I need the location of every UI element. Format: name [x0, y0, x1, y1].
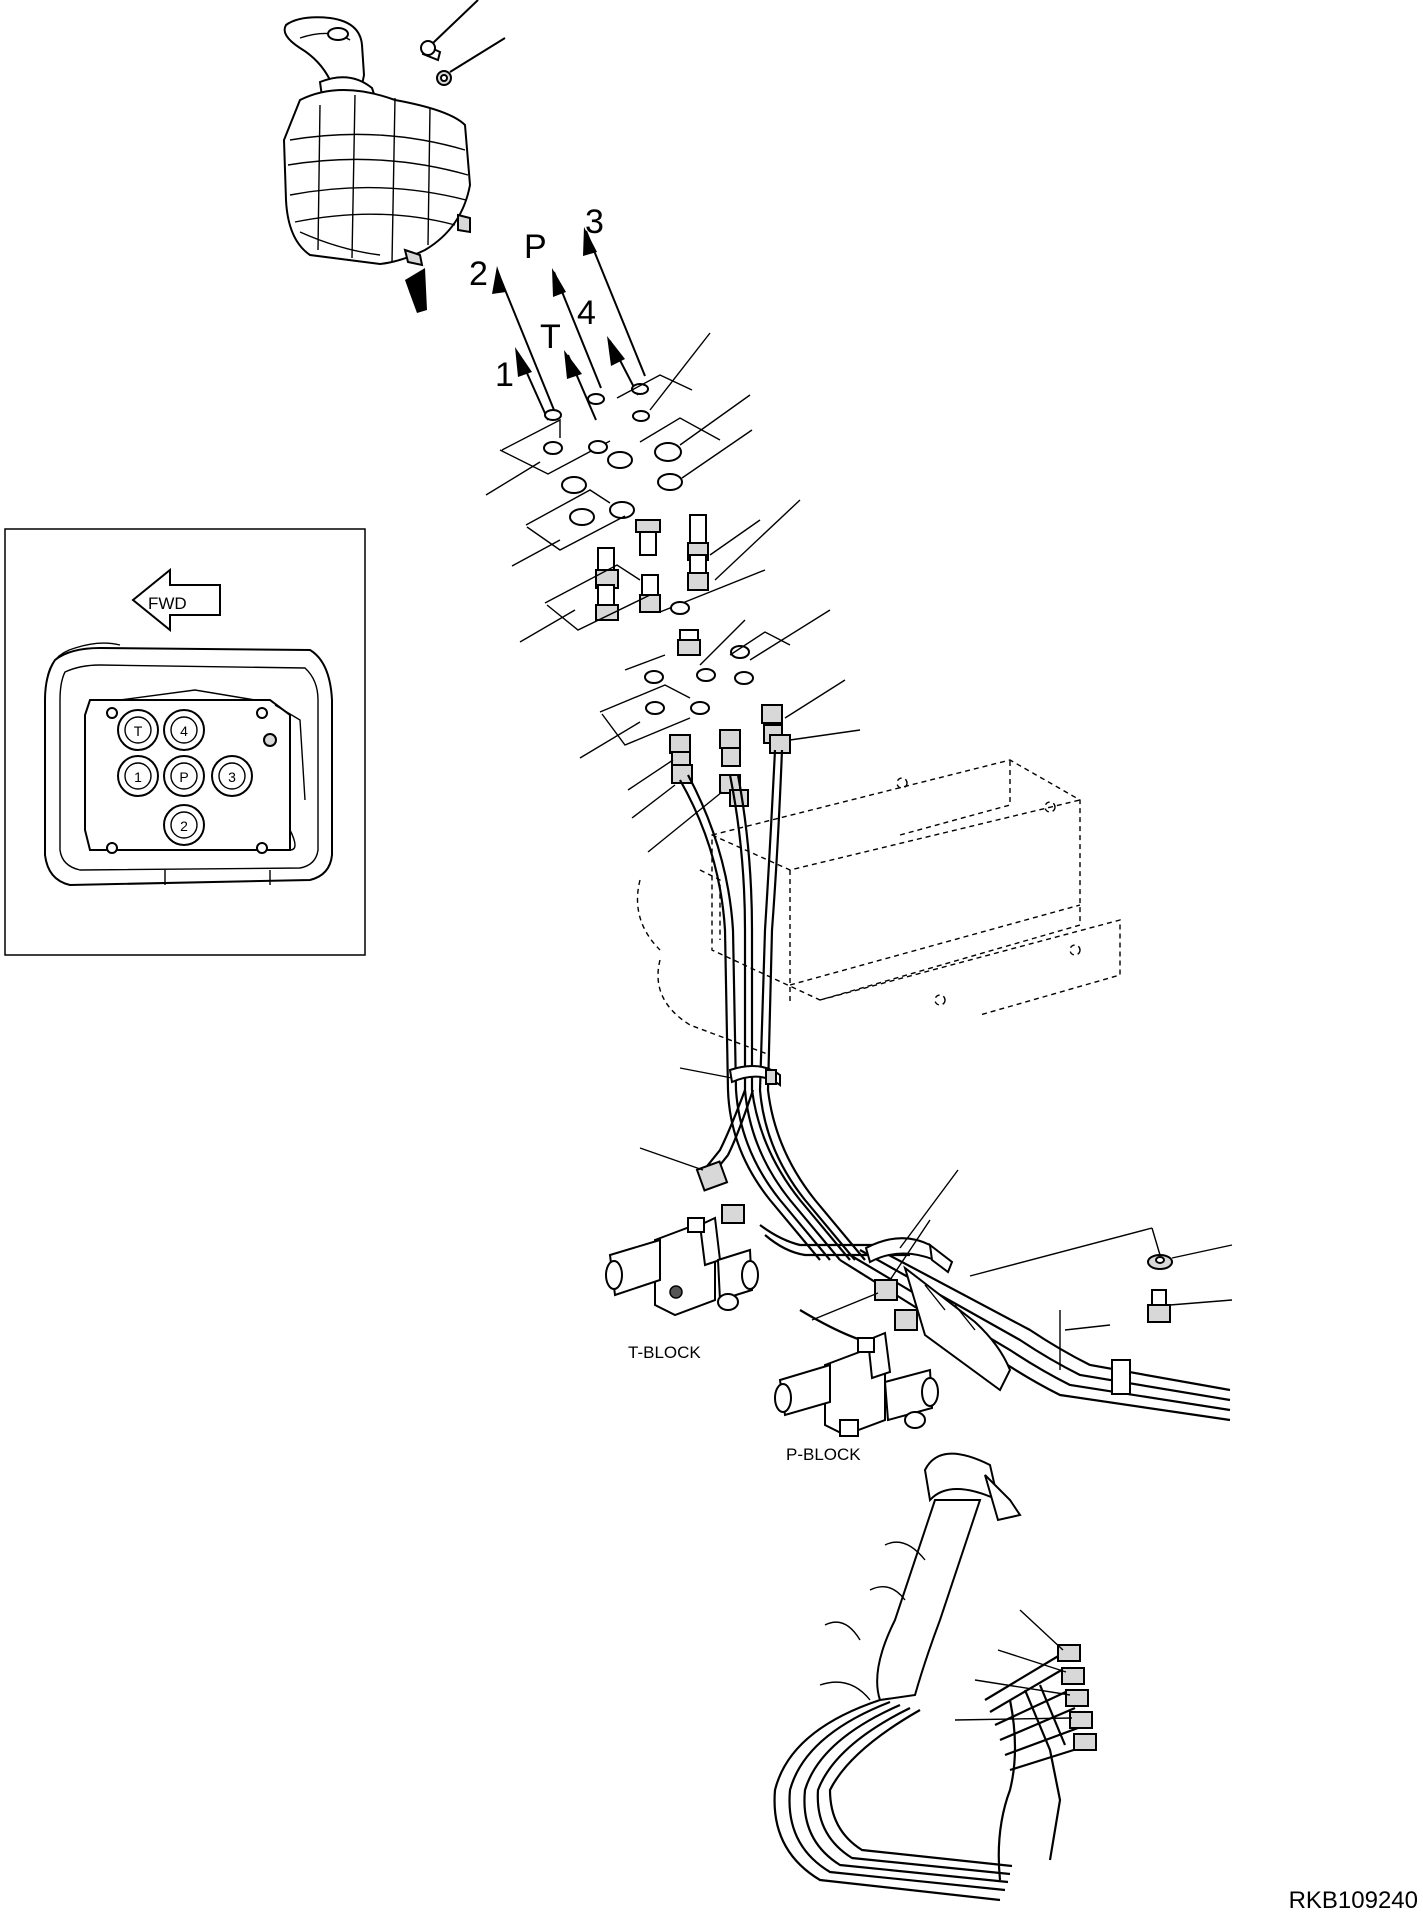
hose-bundle [679, 749, 1231, 1422]
port-arrows [492, 227, 646, 421]
inset-port-2: 2 [180, 818, 188, 834]
port-label-2: 2 [469, 255, 488, 293]
lower-hose-loop [773, 1452, 1081, 1902]
nipple-and-rings [579, 601, 831, 759]
inset-port-3: 3 [228, 769, 236, 785]
p-block-assembly [774, 1331, 939, 1437]
middle-fittings [639, 1147, 1111, 1331]
washer-and-bolt [969, 1227, 1233, 1323]
port-label-t: T [540, 318, 561, 356]
port-label-3: 3 [585, 203, 604, 241]
hose-end-fittings [627, 679, 861, 853]
inset-port-4: 4 [180, 723, 188, 739]
lower-hose-end-fittings [954, 1609, 1097, 1751]
adapter-set [519, 499, 801, 643]
port-label-1: 1 [495, 356, 514, 394]
inset-port-p: P [179, 769, 188, 785]
fwd-label: FWD [148, 594, 187, 613]
inset-port-1: 1 [134, 769, 142, 785]
seal-set-2 [511, 394, 753, 567]
seal-set-1 [485, 332, 711, 496]
t-block-assembly [605, 1216, 759, 1317]
mount-box-outline [636, 759, 1121, 1056]
drawing-code: RKB109240 [1289, 1887, 1418, 1914]
port-label-p: P [524, 228, 547, 266]
t-block-label: T-BLOCK [628, 1343, 701, 1362]
p-block-label: P-BLOCK [786, 1445, 861, 1464]
fwd-arrow-icon [131, 567, 221, 633]
joystick-lever [282, 0, 506, 313]
inset-port-circles [117, 709, 253, 846]
inset-port-t: T [134, 723, 143, 739]
port-label-4: 4 [577, 294, 596, 332]
